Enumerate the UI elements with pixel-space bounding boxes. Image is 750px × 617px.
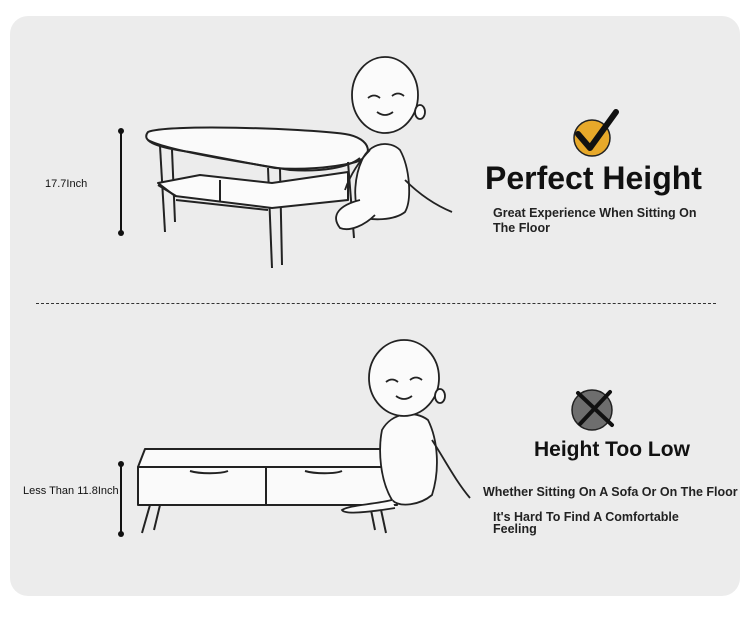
bottom-subtitle-line3: Feeling xyxy=(493,522,537,536)
top-height-measure-line xyxy=(118,128,124,236)
bottom-subtitle-line2: It's Hard To Find A Comfortable xyxy=(493,510,679,524)
top-subtitle-line1: Great Experience When Sitting On xyxy=(493,206,697,220)
top-subtitle-line2: The Floor xyxy=(493,221,550,235)
top-height-label: 17.7Inch xyxy=(45,178,88,190)
bottom-title: Height Too Low xyxy=(534,438,690,461)
section-divider xyxy=(36,303,716,304)
top-title: Perfect Height xyxy=(485,160,702,196)
bottom-height-measure-line xyxy=(118,461,124,537)
bottom-height-label: Less Than 11.8Inch xyxy=(23,485,119,497)
bottom-subtitle-line1: Whether Sitting On A Sofa Or On The Floo… xyxy=(483,485,738,499)
